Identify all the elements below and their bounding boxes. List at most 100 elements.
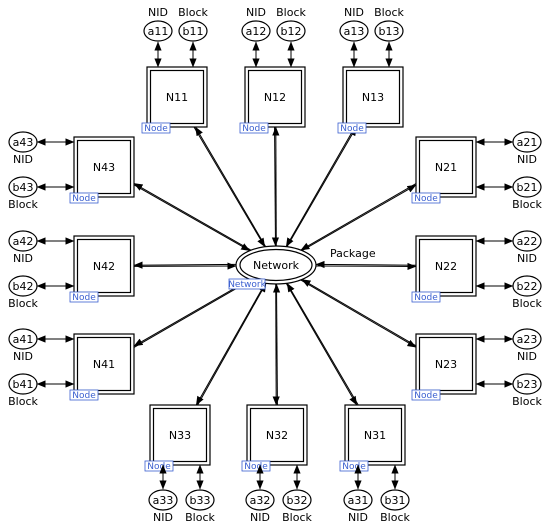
package-label: Package [330, 247, 376, 260]
port-id: b32 [287, 494, 308, 507]
port-caption: NID [148, 6, 168, 19]
port-caption: Block [8, 395, 38, 408]
port-id: b33 [190, 494, 211, 507]
port-caption: NID [517, 252, 537, 265]
port-caption: NID [517, 350, 537, 363]
edge-n31-from-network [285, 283, 358, 406]
port-id: b43 [13, 181, 34, 194]
node-box-inner [76, 238, 132, 294]
edge-n41-from-network [133, 278, 251, 347]
port-ellipse [512, 230, 542, 252]
port-caption: NID [13, 252, 33, 265]
edge-n13-to-network [285, 126, 356, 248]
node-tag-box [141, 122, 171, 134]
port-ellipse [276, 20, 306, 42]
port-id: a32 [250, 494, 271, 507]
edge-n11-to-network [193, 126, 266, 248]
port-id: a11 [148, 25, 169, 38]
node-box-outer [146, 66, 208, 128]
port-ellipse [8, 176, 38, 198]
port-a11[interactable]: a11 NID [143, 6, 173, 68]
node-tag-box [69, 389, 99, 401]
port-id: b12 [281, 25, 302, 38]
edge-n22-to-network [315, 260, 417, 269]
node-tag: Node [244, 462, 268, 472]
node-tag-box [241, 460, 271, 472]
node-tag: Node [144, 124, 168, 134]
port-caption: NID [348, 511, 368, 524]
node-tag-box [144, 460, 174, 472]
port-ellipse [512, 176, 542, 198]
port-id: a13 [344, 25, 365, 38]
port-ellipse [178, 20, 208, 42]
node-label: N12 [264, 91, 286, 104]
edge-n33-from-network [195, 283, 266, 406]
node-tag: Node [147, 462, 171, 472]
port-id: b31 [385, 494, 406, 507]
node-box-inner [152, 407, 208, 463]
node-box-outer [73, 235, 135, 297]
node-box-outer [244, 66, 306, 128]
port-ellipse [8, 275, 38, 297]
node-label: N23 [435, 358, 457, 371]
node-box-outer [415, 136, 477, 198]
port-ellipse [8, 230, 38, 252]
node-label: N11 [166, 91, 188, 104]
port-a13[interactable]: a13 NID [339, 6, 369, 68]
node-tag: Node [72, 391, 96, 401]
node-tag-box [411, 192, 441, 204]
port-id: a21 [517, 136, 538, 149]
port-caption: NID [344, 6, 364, 19]
port-ellipse [512, 328, 542, 350]
port-caption: NID [517, 153, 537, 166]
node-box-outer [73, 333, 135, 395]
port-id: a12 [246, 25, 267, 38]
port-caption: Block [380, 511, 410, 524]
port-ellipse [8, 328, 38, 350]
node-tag: Node [414, 391, 438, 401]
edge-n42-from-network [133, 261, 237, 269]
port-ellipse [8, 373, 38, 395]
node-tag-box [337, 122, 367, 134]
node-box-inner [76, 139, 132, 195]
port-ellipse [374, 20, 404, 42]
port-id: a33 [153, 494, 174, 507]
network-ellipse-inner [239, 248, 313, 282]
port-id: a31 [348, 494, 369, 507]
